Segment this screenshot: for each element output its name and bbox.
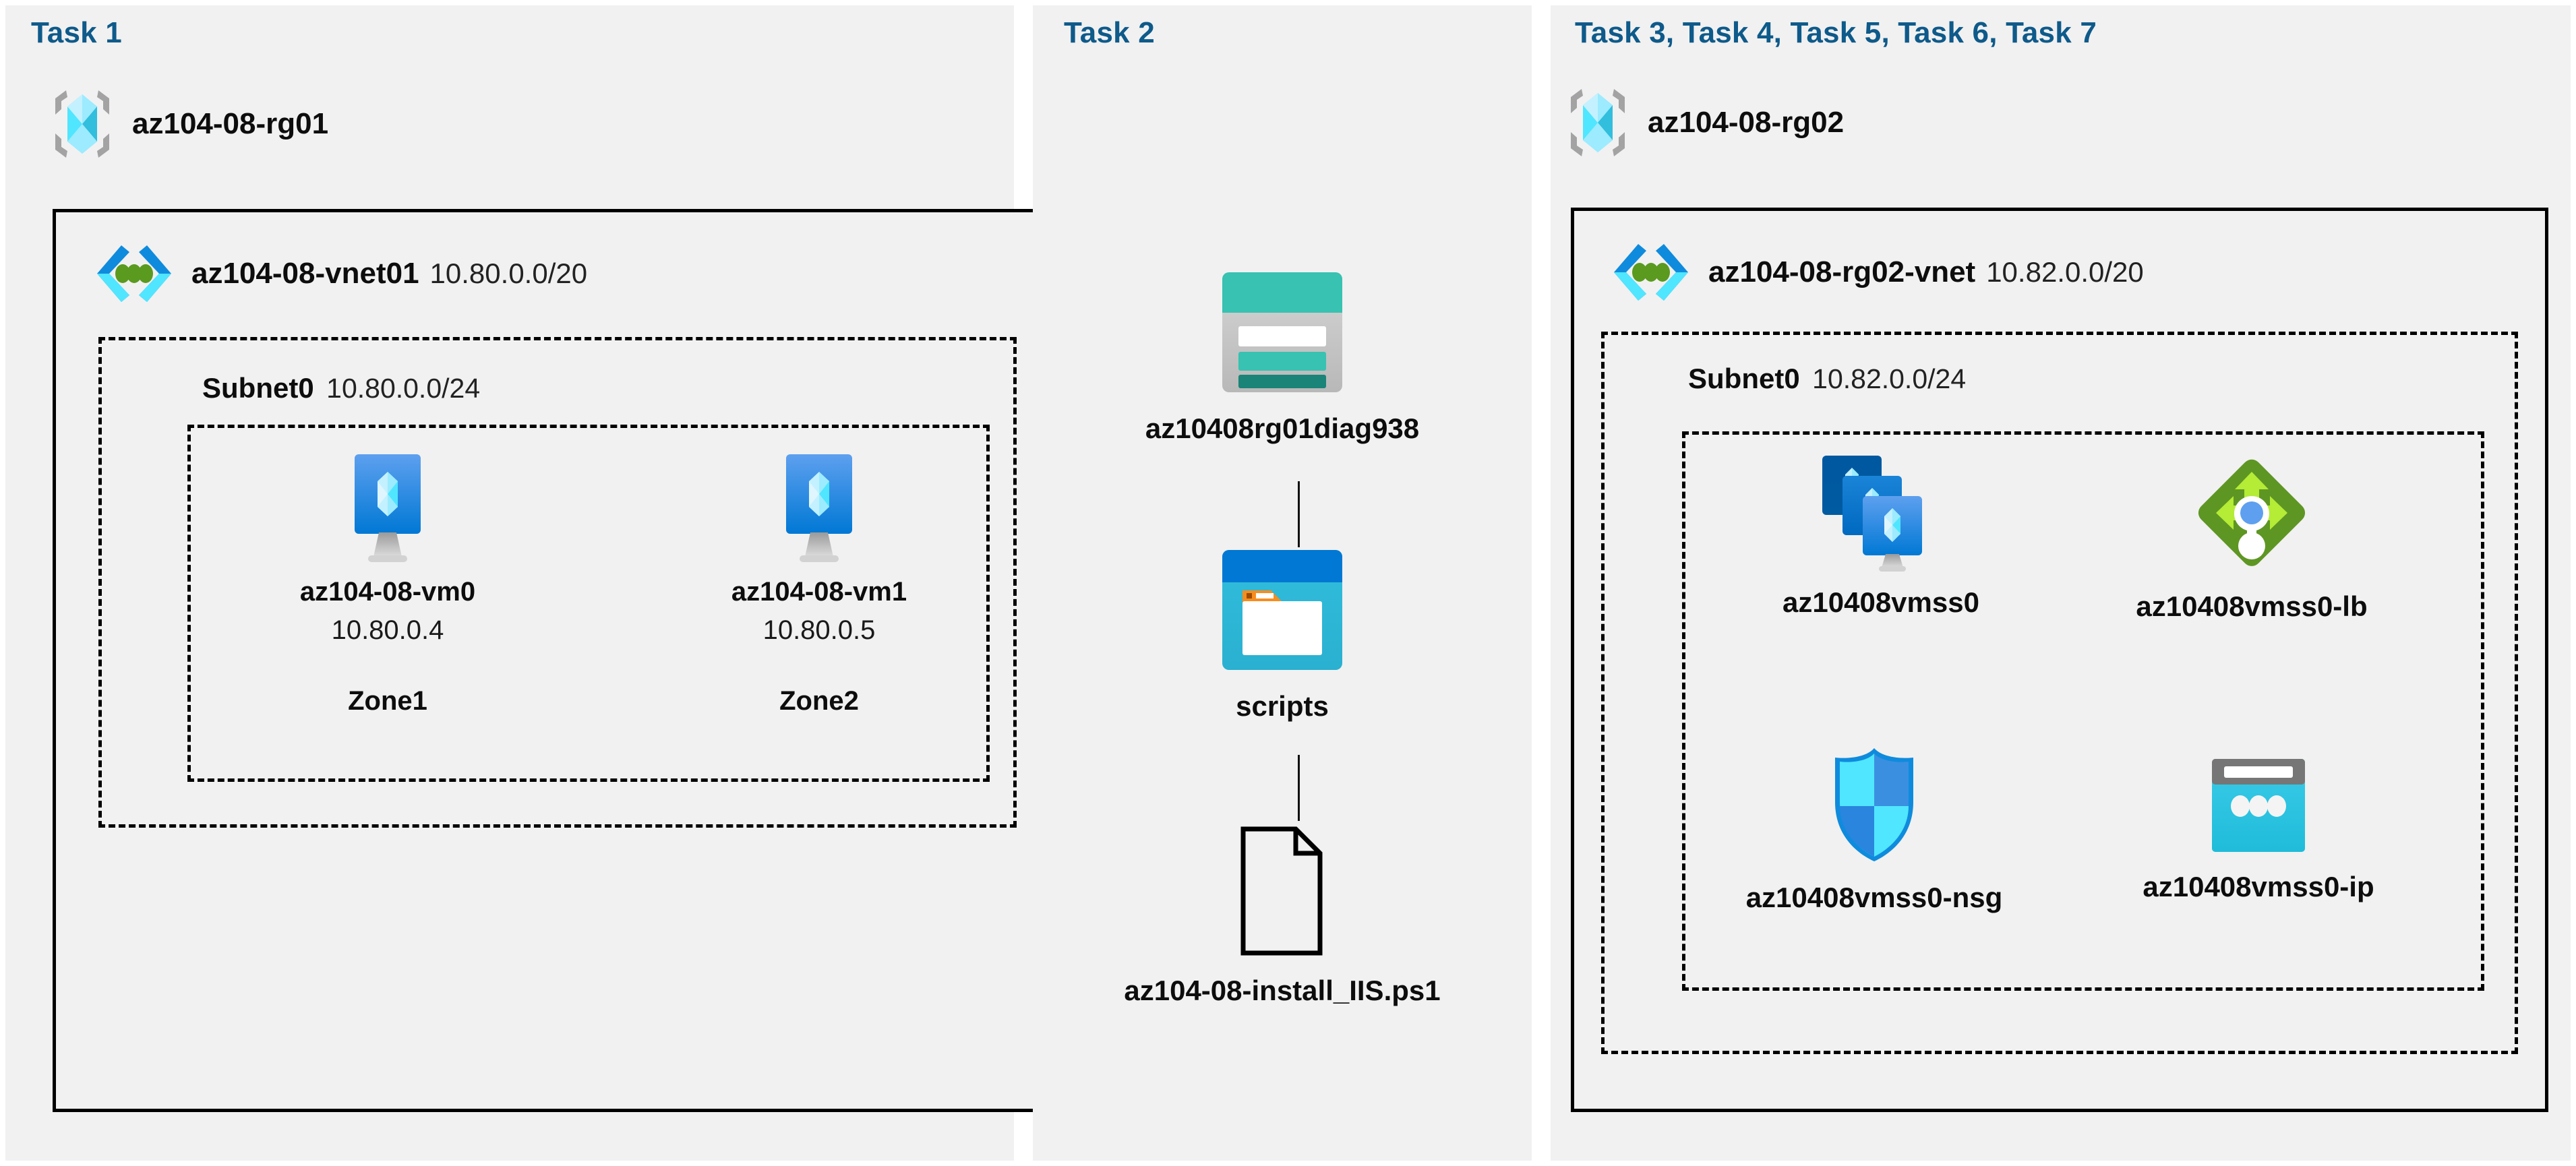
- connector-storage-to-scripts: [1298, 481, 1300, 547]
- task3to7-label: Task 3, Task 4, Task 5, Task 6, Task 7: [1575, 16, 2097, 49]
- node-label: az10408vmss0-lb: [2136, 590, 2368, 622]
- task1-label: Task 1: [31, 16, 122, 49]
- task1-resource-group-name: az104-08-rg01: [132, 107, 329, 140]
- task3to7-vnet-box: [1571, 208, 2548, 1112]
- node-label: az10408vmss0: [1783, 586, 1979, 618]
- task3to7-vnet-header: az104-08-rg02-vnet 10.82.0.0/20: [1611, 240, 2144, 305]
- storage-account-icon: [1220, 270, 1345, 395]
- task1-subnet-box: [98, 337, 1017, 828]
- task3to7-subnet-name: Subnet0: [1688, 363, 1800, 394]
- node-az10408vmss0-lb[interactable]: az10408vmss0-lb: [2110, 449, 2393, 623]
- node-label: az104-08-install_IIS.ps1: [1124, 975, 1441, 1006]
- node-az104-08-vm0[interactable]: az104-08-vm0 10.80.0.4 Zone1: [270, 452, 506, 716]
- task1-vnet-header: az104-08-vnet01 10.80.0.0/20: [94, 241, 587, 306]
- task1-vm-group-box: [187, 425, 990, 782]
- node-zone: Zone1: [348, 686, 427, 716]
- task2-label: Task 2: [1064, 16, 1155, 49]
- task1-subnet-header: Subnet0 10.80.0.0/24: [202, 372, 480, 404]
- task3to7-resource-group-box: [1682, 431, 2484, 991]
- task3to7-vnet-cidr: 10.82.0.0/20: [1986, 256, 2144, 288]
- vm-scale-set-icon: [1817, 452, 1945, 573]
- virtual-machine-icon: [344, 452, 431, 565]
- load-balancer-icon: [2188, 449, 2316, 577]
- resource-group-icon: [50, 88, 115, 160]
- task1-vnet-name: az104-08-vnet01: [191, 257, 419, 290]
- node-ip: 10.80.0.5: [762, 615, 876, 645]
- node-label: az10408vmss0-nsg: [1745, 882, 2003, 913]
- node-ip: 10.80.0.4: [331, 615, 444, 645]
- node-az104-08-install_IIS-ps1[interactable]: az104-08-install_IIS.ps1: [1094, 825, 1471, 1007]
- node-az104-08-vm1[interactable]: az104-08-vm1 10.80.0.5 Zone2: [701, 452, 937, 716]
- task1-subnet-cidr: 10.80.0.0/24: [326, 373, 481, 404]
- node-az10408vmss0-nsg[interactable]: az10408vmss0-nsg: [1733, 744, 2016, 914]
- node-az10408vmss0[interactable]: az10408vmss0: [1753, 452, 2009, 619]
- task3to7-subnet-box: [1601, 332, 2518, 1054]
- node-label: scripts: [1236, 690, 1329, 722]
- node-az10408vmss0-ip[interactable]: az10408vmss0-ip: [2124, 756, 2393, 903]
- connector-scripts-to-file: [1298, 755, 1300, 821]
- blob-container-icon: [1220, 547, 1345, 673]
- task3to7-vnet-name: az104-08-rg02-vnet: [1708, 255, 1976, 288]
- task3to7-subnet-header: Subnet0 10.82.0.0/24: [1688, 363, 1966, 395]
- virtual-network-icon: [94, 241, 174, 306]
- task3to7-subnet-cidr: 10.82.0.0/24: [1812, 363, 1967, 394]
- task1-vnet-cidr: 10.80.0.0/20: [429, 257, 588, 289]
- resource-group-icon: [1565, 86, 1630, 159]
- public-ip-address-icon: [2209, 756, 2308, 855]
- node-az10408rg01diag938[interactable]: az10408rg01diag938: [1094, 270, 1471, 445]
- network-security-group-icon: [1827, 744, 1921, 865]
- task3to7-resource-group: az104-08-rg02: [1565, 86, 1844, 159]
- file-icon: [1238, 825, 1327, 957]
- task1-resource-group: az104-08-rg01: [50, 88, 328, 160]
- node-label: az104-08-vm0: [299, 577, 476, 607]
- node-label: az10408vmss0-ip: [2143, 871, 2374, 902]
- virtual-machine-icon: [775, 452, 863, 565]
- task3to7-resource-group-name: az104-08-rg02: [1648, 106, 1845, 139]
- node-scripts[interactable]: scripts: [1094, 547, 1471, 723]
- node-label: az10408rg01diag938: [1145, 412, 1420, 444]
- virtual-network-icon: [1611, 240, 1691, 305]
- task1-subnet-name: Subnet0: [202, 372, 314, 404]
- node-label: az104-08-vm1: [731, 577, 907, 607]
- node-zone: Zone2: [779, 686, 859, 716]
